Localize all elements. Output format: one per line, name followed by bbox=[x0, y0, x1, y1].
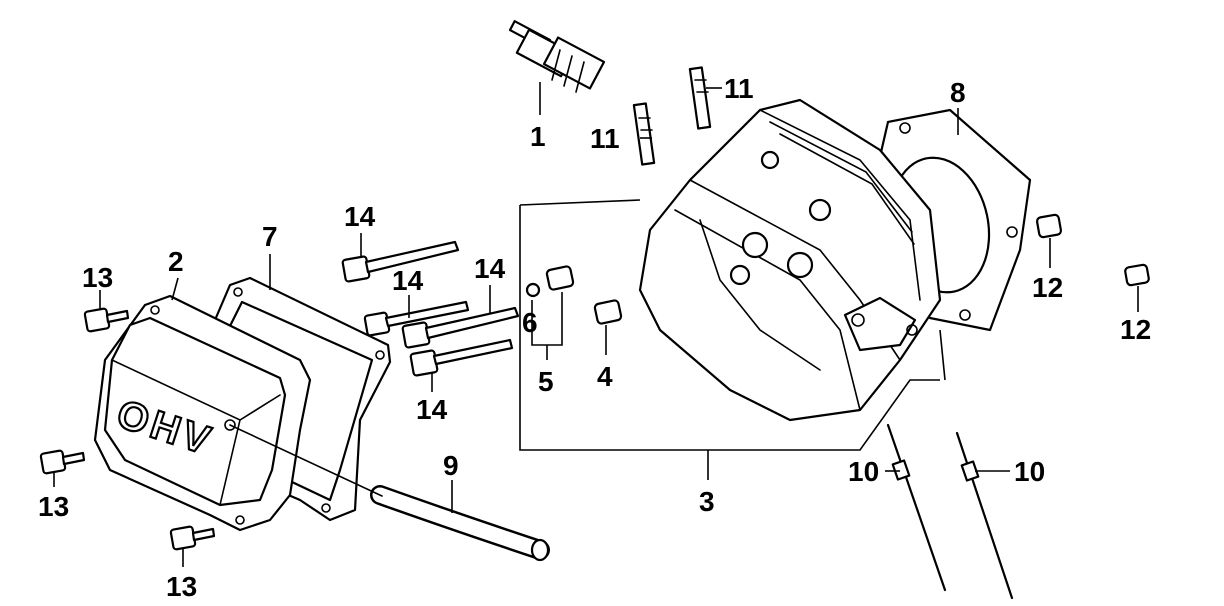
cover-bolt-13-a bbox=[83, 307, 130, 333]
stud-11-upper bbox=[688, 66, 712, 130]
dowel-pin-12-a bbox=[1035, 213, 1063, 239]
callout-5: 5 bbox=[538, 366, 554, 397]
bolt-14-b bbox=[363, 300, 470, 337]
bolt-14-a bbox=[341, 240, 460, 283]
callout-4: 4 bbox=[597, 361, 613, 392]
callout-2: 2 bbox=[168, 246, 184, 277]
callout-1: 1 bbox=[530, 121, 546, 152]
bracket-3 bbox=[519, 199, 940, 451]
bracket-5 bbox=[531, 292, 563, 360]
spark-plug bbox=[508, 20, 606, 93]
clip-6 bbox=[525, 282, 541, 298]
callout-11a: 11 bbox=[724, 73, 754, 104]
bolt-14-c bbox=[401, 306, 520, 349]
callout-10a: 10 bbox=[848, 456, 879, 487]
callout-11b: 11 bbox=[590, 123, 620, 154]
callout-10b: 10 bbox=[1014, 456, 1045, 487]
leader-10c bbox=[939, 329, 946, 381]
push-rod-10-b bbox=[955, 431, 1014, 600]
breather-tube bbox=[370, 485, 550, 562]
valve-seal-4 bbox=[593, 299, 623, 325]
callout-14a: 14 bbox=[344, 201, 376, 232]
rocker-cover: OHV bbox=[93, 294, 312, 532]
callout-13a: 13 bbox=[82, 262, 113, 293]
callout-14b: 14 bbox=[392, 265, 424, 296]
dowel-pin-12-b bbox=[1124, 263, 1150, 287]
collar-5 bbox=[545, 265, 575, 291]
callout-6: 6 bbox=[522, 307, 538, 338]
callout-9: 9 bbox=[443, 450, 459, 481]
leader-2 bbox=[171, 277, 179, 301]
callout-13b: 13 bbox=[38, 491, 69, 522]
bolt-14-d bbox=[409, 338, 514, 377]
cover-bolt-13-c bbox=[169, 525, 216, 551]
callout-3: 3 bbox=[699, 486, 715, 517]
cylinder-head bbox=[638, 98, 942, 422]
callout-12b: 12 bbox=[1120, 314, 1151, 345]
callout-7: 7 bbox=[262, 221, 278, 252]
cover-bolt-13-b bbox=[39, 449, 86, 475]
breather-line bbox=[229, 424, 383, 497]
callout-8: 8 bbox=[950, 77, 966, 108]
stud-11-lower bbox=[632, 102, 656, 166]
callout-14c: 14 bbox=[474, 253, 506, 284]
callout-12a: 12 bbox=[1032, 272, 1063, 303]
callout-13c: 13 bbox=[166, 571, 197, 602]
callout-14d: 14 bbox=[416, 394, 448, 425]
push-rod-10-a bbox=[886, 423, 947, 592]
